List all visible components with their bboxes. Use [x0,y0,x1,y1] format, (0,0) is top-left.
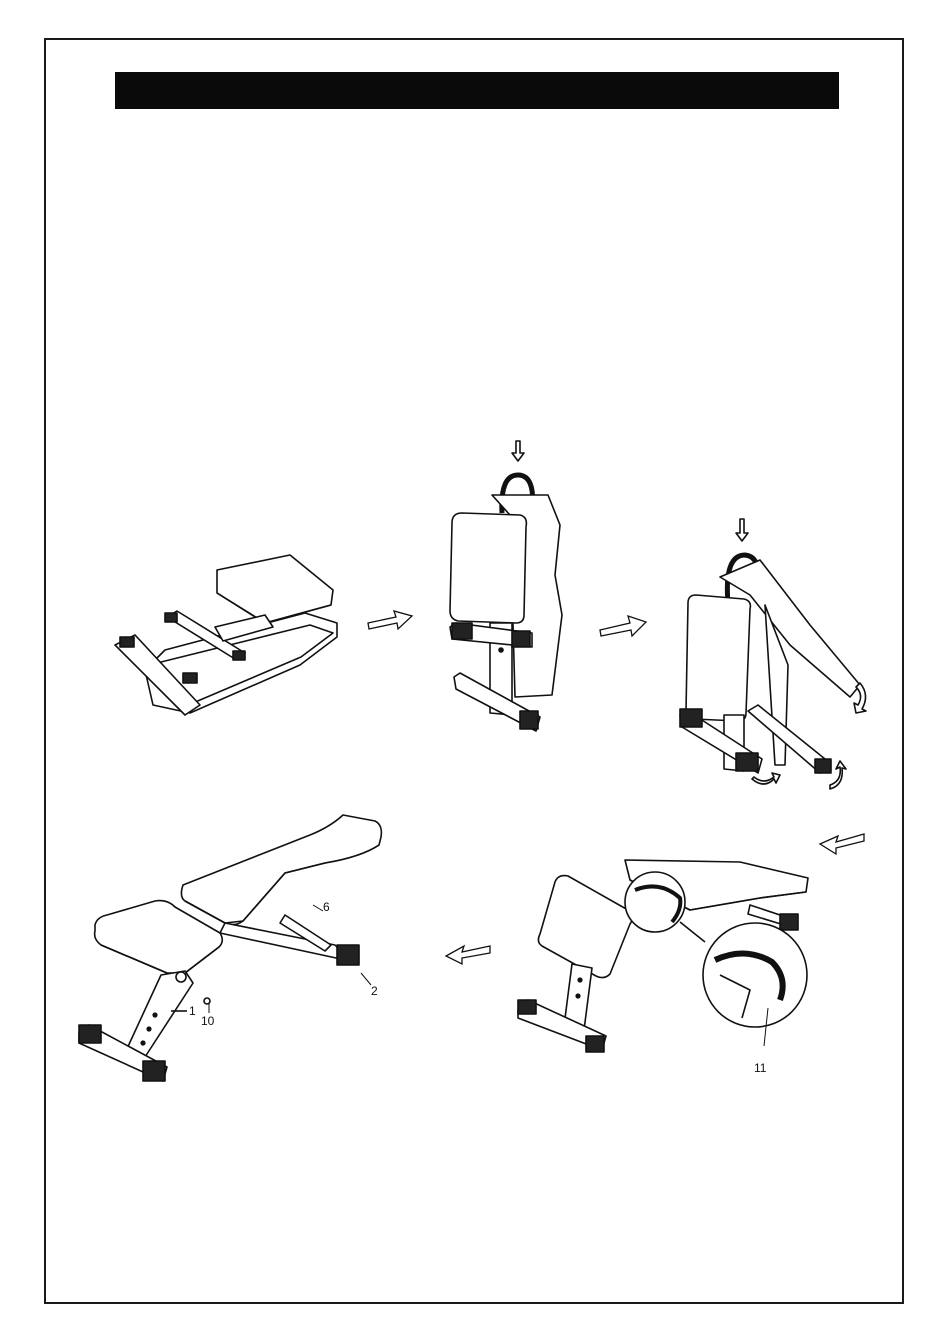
arrow-left-4 [444,940,492,966]
step-4-locking-bench: 11 [510,850,810,1080]
step-1-folded-bench [105,545,350,720]
arrow-right-1 [366,607,414,633]
callout-2: 2 [371,984,378,998]
callout-10: 10 [201,1014,215,1028]
section-title-bar [115,72,839,109]
callout-11: 11 [754,1061,767,1075]
callout-6: 6 [323,900,330,914]
step-5-assembled-bench: 6 2 1 10 [75,805,395,1090]
step-3-unfolding-bench [670,515,880,790]
step-2-upright-bench [440,435,565,735]
callout-1: 1 [189,1004,196,1018]
arrow-right-2 [598,612,648,638]
arrow-left-3 [818,828,866,856]
